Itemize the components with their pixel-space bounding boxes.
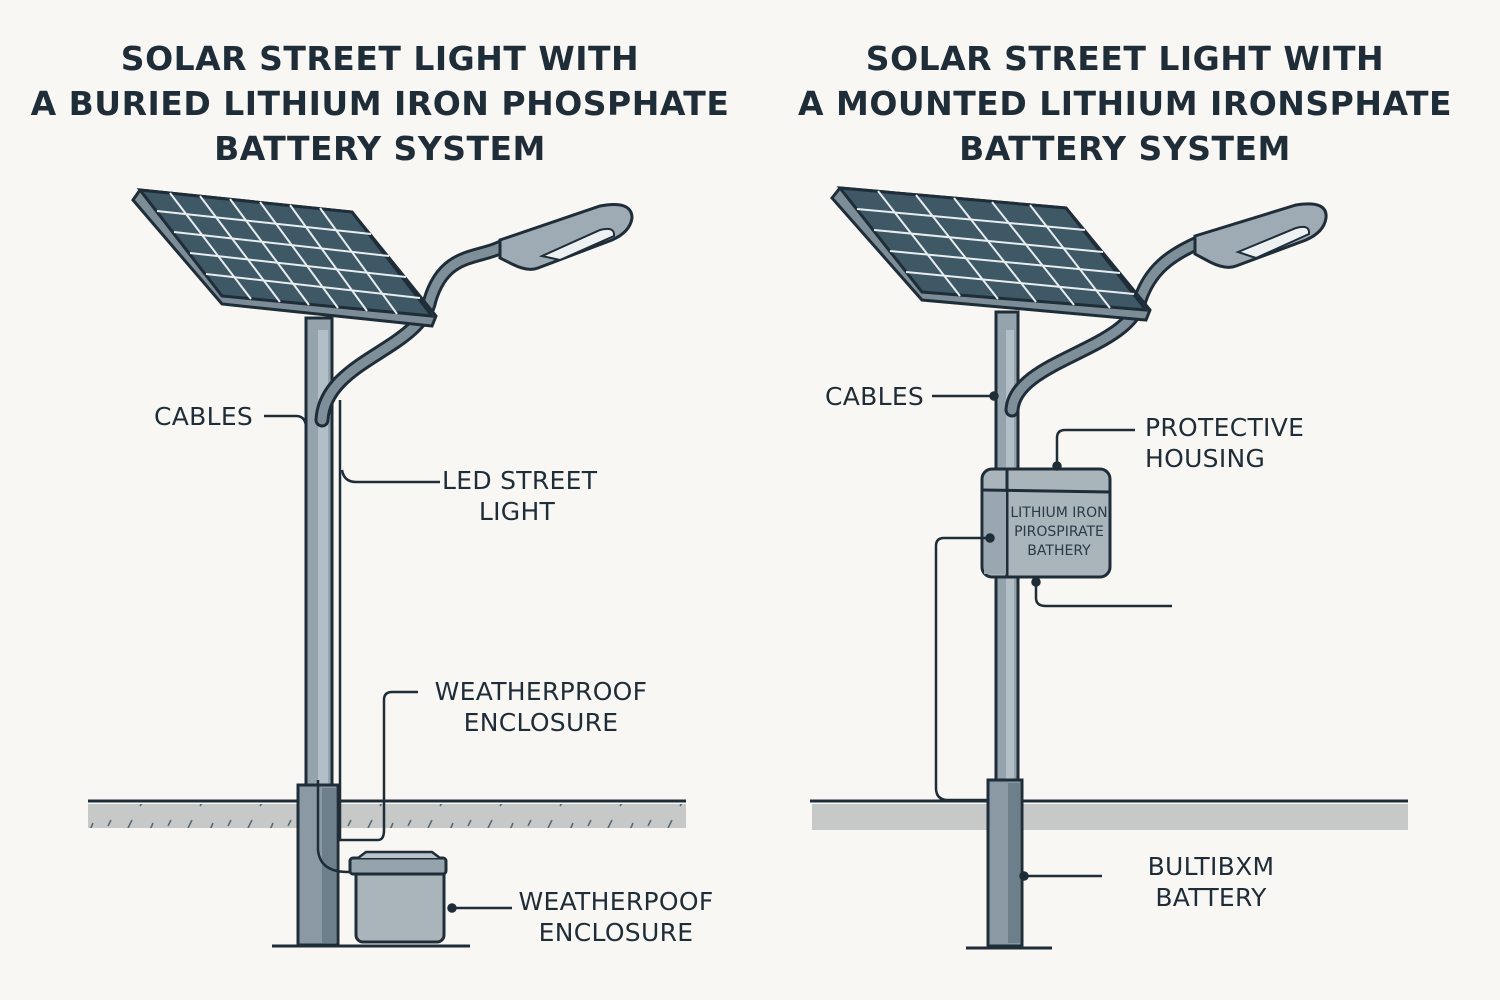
- title-line: A BURIED LITHIUM IRON PHOSPHATE: [30, 84, 730, 123]
- title-line: BATTERY SYSTEM: [214, 129, 546, 168]
- label-line: ENCLOSURE: [538, 918, 694, 947]
- title-line: A MOUNTED LITHIUM IRONSPHATE: [797, 84, 1453, 123]
- label-builtin-battery: BULTIBXM BATTERY: [1136, 851, 1286, 913]
- title-line: BATTERY SYSTEM: [959, 129, 1291, 168]
- right-diagram-title: SOLAR STREET LIGHT WITH A MOUNTED LITHIU…: [780, 36, 1470, 171]
- label-line: BATHERY: [1027, 543, 1091, 559]
- right-ground: [810, 799, 1408, 830]
- label-cables-left: CABLES: [154, 402, 254, 431]
- label-weatherproof-enclosure-upper: WEATHERPROOF ENCLOSURE: [430, 676, 652, 738]
- label-line: LED STREET: [442, 466, 598, 495]
- label-line: WEATHERPROOF: [434, 677, 648, 706]
- right-cable-leaders: [932, 391, 1172, 881]
- title-line: SOLAR STREET LIGHT WITH: [865, 39, 1385, 78]
- label-line: LIGHT: [478, 497, 556, 526]
- right-mounted-battery-housing: [980, 467, 1112, 579]
- right-led-lamp-head: [1193, 202, 1328, 269]
- label-protective-housing: PROTECTIVE HOUSING: [1145, 412, 1304, 474]
- left-buried-battery-enclosure: [348, 850, 448, 944]
- right-solar-panel: [830, 186, 1152, 322]
- label-line: PROTECTIVE: [1145, 413, 1305, 442]
- label-weatherproof-enclosure-lower: WEATHERPOOF ENCLOSURE: [514, 886, 718, 948]
- left-cable-leaders: [264, 400, 512, 913]
- label-line: WEATHERPOOF: [518, 887, 714, 916]
- label-line: HOUSING: [1145, 444, 1266, 473]
- left-ground: [88, 799, 686, 828]
- label-line: BULTIBXM: [1147, 852, 1275, 881]
- title-line: SOLAR STREET LIGHT WITH: [120, 39, 640, 78]
- left-solar-panel: [131, 188, 438, 328]
- label-line: PIROSPIRATE: [1014, 524, 1104, 540]
- label-line: LITHIUM IRON: [1010, 505, 1108, 521]
- label-line: ENCLOSURE: [463, 708, 619, 737]
- label-line: BATTERY: [1155, 883, 1267, 912]
- label-led-street-light: LED STREET LIGHT: [442, 465, 598, 527]
- label-cables-right: CABLES: [825, 382, 925, 411]
- battery-box-label: LITHIUM IRON PIROSPIRATE BATHERY: [1008, 504, 1110, 561]
- left-led-lamp-head: [498, 203, 634, 271]
- left-diagram-title: SOLAR STREET LIGHT WITH A BURIED LITHIUM…: [30, 36, 730, 171]
